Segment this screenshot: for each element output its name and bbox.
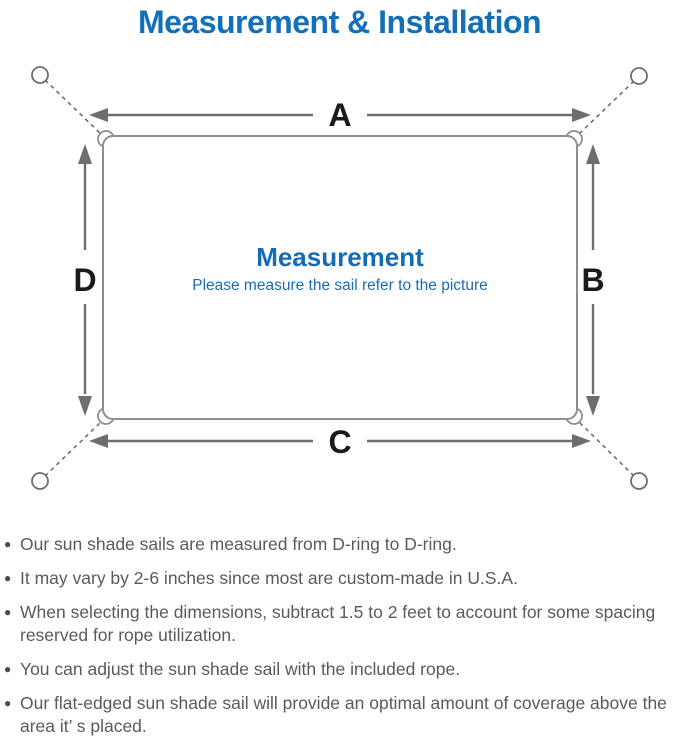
arrowhead-down-icon [78,396,92,416]
bullet-dot-icon: ● [4,662,12,676]
diagram-center-subtitle: Please measure the sail refer to the pic… [192,277,488,294]
sail-measurement-diagram: A B C D Measurement Please measure the s… [0,58,679,498]
anchor-ring-icon [31,66,49,84]
note-item: ● You can adjust the sun shade sail with… [0,658,679,681]
bullet-dot-icon: ● [4,696,12,710]
sail-outline [102,135,578,420]
note-item: ● Our sun shade sails are measured from … [0,533,679,556]
rope-dashed-lines [44,79,635,477]
dimension-arrow-a [89,108,591,122]
anchor-ring-icon [31,472,49,490]
dimension-arrow-b [586,144,600,416]
note-text: Our flat-edged sun shade sail will provi… [20,693,667,736]
note-item: ● It may vary by 2-6 inches since most a… [0,567,679,590]
anchor-rings [31,66,648,490]
rope-bottom-left [44,420,103,477]
bullet-dot-icon: ● [4,537,12,551]
arrowhead-right-icon [572,108,591,122]
note-text: It may vary by 2-6 inches since most are… [20,568,518,588]
note-text: You can adjust the sun shade sail with t… [20,659,461,679]
bullet-dot-icon: ● [4,605,12,619]
anchor-ring-icon [630,472,648,490]
dimension-arrow-c [89,434,591,448]
rope-top-left [44,79,103,136]
arrowhead-down-icon [586,396,600,416]
note-item: ● Our flat-edged sun shade sail will pro… [0,692,679,738]
note-item: ● When selecting the dimensions, subtrac… [0,601,679,647]
arrowhead-right-icon [572,434,591,448]
diagram-center-heading: Measurement [256,242,424,272]
arrowhead-up-icon [586,144,600,164]
measurement-notes-list: ● Our sun shade sails are measured from … [0,533,679,749]
rope-bottom-right [577,420,635,477]
dimension-label-b: B [581,262,604,298]
arrowhead-up-icon [78,144,92,164]
arrowhead-left-icon [89,434,108,448]
rope-top-right [577,80,635,136]
bullet-dot-icon: ● [4,571,12,585]
page-title: Measurement & Installation [137,4,542,40]
dimension-label-c: C [328,424,351,460]
arrowhead-left-icon [89,108,108,122]
dimension-arrow-d [78,144,92,416]
dimension-label-d: D [73,262,96,298]
note-text: Our sun shade sails are measured from D-… [20,534,457,554]
anchor-ring-icon [630,67,648,85]
note-text: When selecting the dimensions, subtract … [20,602,656,645]
dimension-label-a: A [328,97,351,133]
